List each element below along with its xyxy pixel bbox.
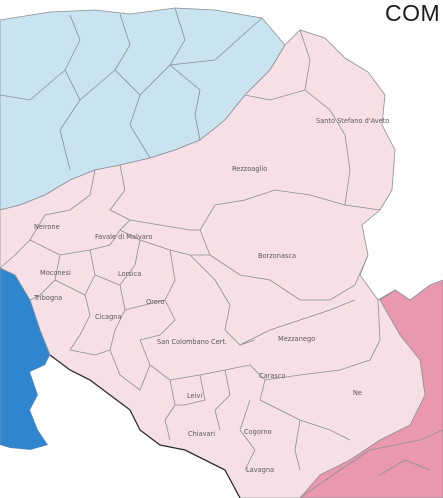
sea bbox=[0, 355, 240, 498]
label-cicagna: Cicagna bbox=[95, 313, 122, 321]
north-internal-border bbox=[0, 69, 66, 101]
label-rezzoaglio: Rezzoaglio bbox=[232, 165, 267, 173]
label-mezzanego: Mezzanego bbox=[278, 335, 315, 343]
east-region bbox=[299, 279, 443, 498]
label-cogorno: Cogorno bbox=[244, 428, 272, 436]
municipality-labels: Santo Stefano d'Aveto Rezzoaglio Neirone… bbox=[33, 117, 389, 474]
north-internal-border bbox=[114, 13, 151, 159]
label-leivi: Leivi bbox=[187, 392, 202, 400]
north-internal-border bbox=[169, 7, 201, 141]
label-santo-stefano: Santo Stefano d'Aveto bbox=[316, 117, 389, 125]
label-neirone: Neirone bbox=[34, 223, 60, 231]
label-lavagna: Lavagna bbox=[246, 466, 274, 474]
label-orero: Orero bbox=[146, 298, 164, 306]
east-internal-border bbox=[299, 429, 443, 498]
coastline bbox=[49, 354, 241, 498]
east-internal-border bbox=[379, 459, 431, 476]
label-lorsica: Lorsica bbox=[118, 270, 141, 278]
label-moconesi: Moconesi bbox=[40, 269, 71, 277]
label-borzonasca: Borzonasca bbox=[258, 252, 296, 260]
label-ne: Ne bbox=[353, 389, 362, 397]
label-san-colombano: San Colombano Cert. bbox=[157, 338, 227, 346]
north-internal-border bbox=[59, 14, 81, 171]
map-heading: COM bbox=[385, 0, 441, 26]
label-carasco: Carasco bbox=[259, 372, 286, 380]
label-chiavari: Chiavari bbox=[188, 430, 215, 438]
north-internal-border bbox=[139, 17, 263, 96]
north-internal-border bbox=[79, 69, 116, 101]
municipality-borders bbox=[0, 29, 381, 471]
label-tribogna: Tribogna bbox=[33, 294, 62, 302]
label-favale: Favale di Malvaro bbox=[95, 233, 152, 241]
